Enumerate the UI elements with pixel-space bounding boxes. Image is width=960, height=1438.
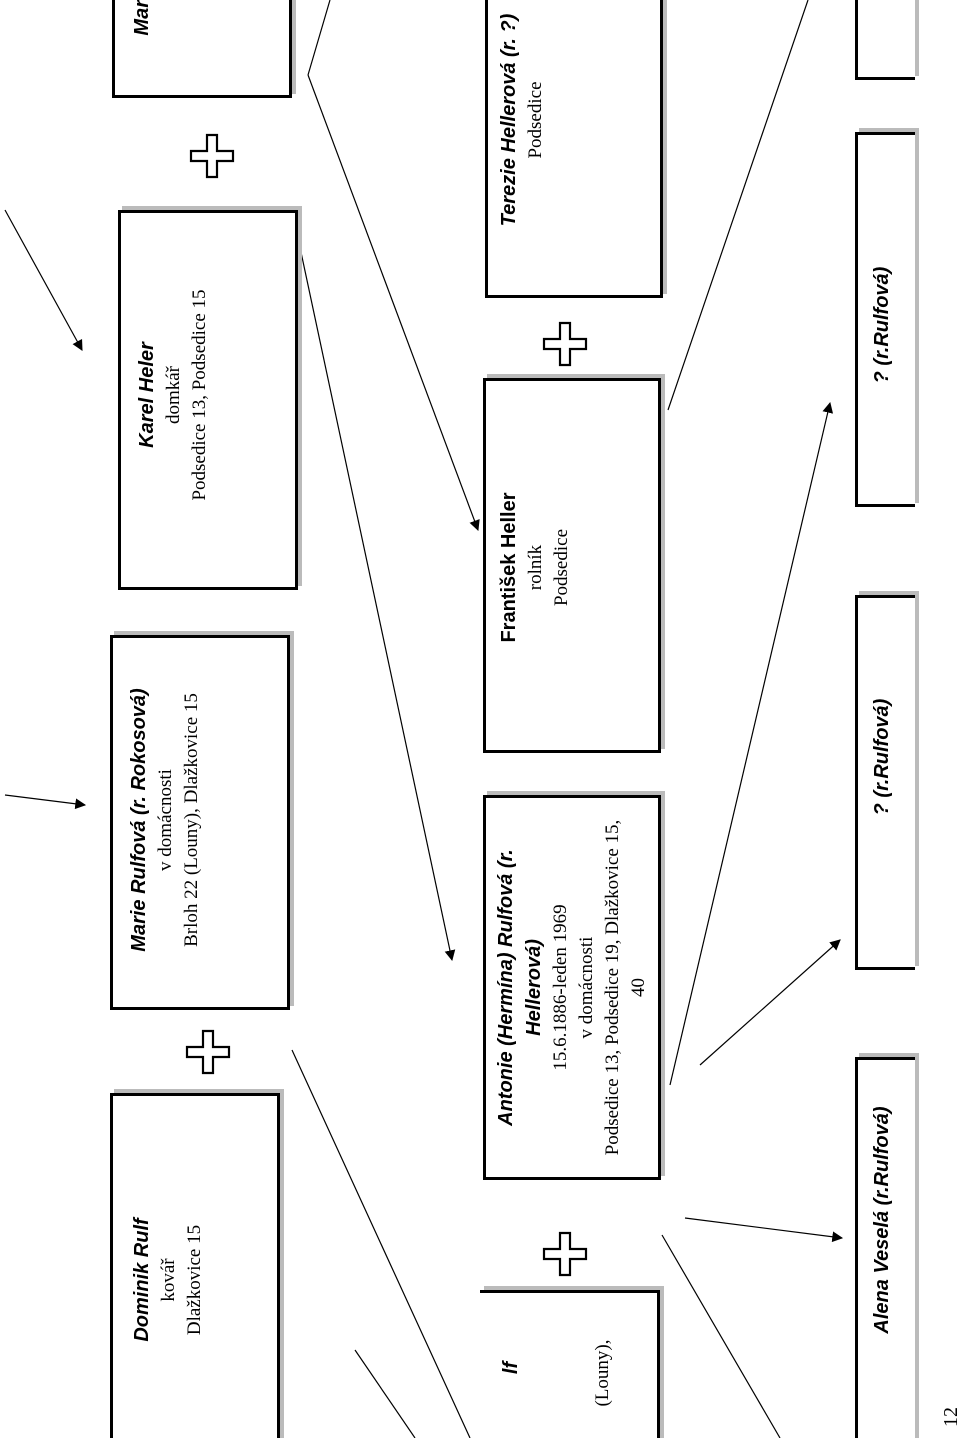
person-name: Marie Rulfová (r. Rokosová) xyxy=(128,688,150,952)
person-box-karel-heler xyxy=(118,210,298,590)
person-box-antonie-rulfova xyxy=(483,795,661,1180)
arrow-to-frantisek xyxy=(307,74,480,532)
line-bottom-left xyxy=(661,1234,781,1438)
arrow-to-marie-rokosova xyxy=(4,794,87,810)
person-name: lf xyxy=(500,1361,522,1375)
person-name-cont: Hellerová) xyxy=(523,939,545,1036)
person-box-alena-vesela xyxy=(855,1057,915,1438)
person-name: ? (r.Rulfová) xyxy=(871,698,893,816)
person-name: Antonie (Hermína) Rulfová (r. xyxy=(495,849,517,1126)
person-box-child-2 xyxy=(855,595,915,970)
person-box-dominik-rulf xyxy=(110,1093,280,1438)
person-box-right-partial xyxy=(112,0,292,98)
marriage-plus-icon xyxy=(541,320,589,368)
person-name: Karel Heler xyxy=(136,342,158,448)
person-name: ? (r.Rulfová) xyxy=(871,266,893,384)
person-box-frantisek-heller xyxy=(483,378,661,753)
line-dominik-side xyxy=(354,1349,416,1438)
person-dates: 15.6.1886-leden 1969 xyxy=(550,904,571,1071)
person-place-cont: 40 xyxy=(628,978,649,997)
person-name: František Heller xyxy=(498,492,520,643)
person-box-terezie-hellerova xyxy=(485,0,663,298)
line-from-right-middle xyxy=(667,0,809,411)
marriage-plus-icon xyxy=(541,1230,589,1278)
arrow-to-alena xyxy=(684,1217,844,1243)
person-name: Mari xyxy=(131,0,153,36)
marriage-plus-icon xyxy=(188,132,236,180)
arrow-to-child-2 xyxy=(699,939,841,1066)
person-box-left-partial xyxy=(480,1290,660,1438)
person-box-child-3 xyxy=(855,132,915,507)
arrow-to-child-3 xyxy=(669,401,834,1086)
person-place: Podsedice xyxy=(525,81,546,159)
person-box-marie-rokosova xyxy=(110,635,290,1010)
person-place: Podsedice 13, Podsedice 19, Dlažkovice 1… xyxy=(602,819,623,1156)
person-place: Brloh 22 (Louny), Dlažkovice 15 xyxy=(181,693,202,947)
person-name: Dominik Rulf xyxy=(131,1218,153,1342)
line-from-right-top xyxy=(307,0,331,76)
page-number: 12 xyxy=(940,1407,960,1427)
line-lower-left xyxy=(291,1049,471,1438)
arrow-to-antonie xyxy=(291,209,456,962)
person-occupation: domkář xyxy=(163,365,184,425)
person-occupation: rolník xyxy=(525,544,546,591)
arrow-to-karel xyxy=(4,209,83,351)
person-place: (Louny), xyxy=(592,1339,613,1407)
person-occupation: v domácnosti xyxy=(155,769,176,871)
person-place: Podsedice xyxy=(551,528,572,607)
person-occupation: v domácnosti xyxy=(576,936,597,1039)
person-box-child-4-partial xyxy=(855,0,915,80)
person-name: Terezie Hellerová (r. ?) xyxy=(498,13,520,227)
person-name: Alena Veselá (r.Rulfová) xyxy=(871,1106,893,1334)
person-place: Dlažkovice 15 xyxy=(184,1224,205,1336)
person-occupation: kovář xyxy=(158,1258,179,1302)
marriage-plus-icon xyxy=(184,1028,232,1076)
person-place: Podsedice 13, Podsedice 15 xyxy=(189,289,210,501)
